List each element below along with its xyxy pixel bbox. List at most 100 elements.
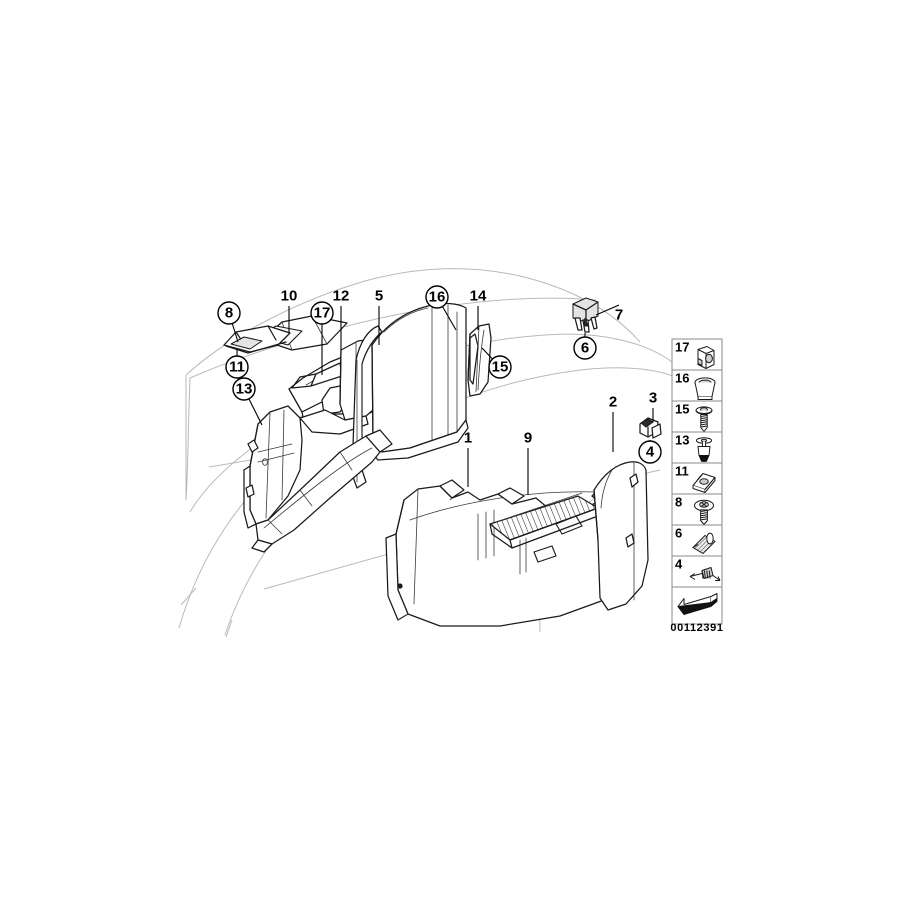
- callout-label-6: 6: [581, 339, 589, 356]
- part-5-trunk-side-panel: [369, 302, 469, 461]
- callout-circle-11: [225, 355, 249, 379]
- retaining-clip-icon: [705, 353, 713, 364]
- part-3-clip: [639, 417, 662, 439]
- legend-number-15: 15: [675, 401, 689, 416]
- spring-clip-icon: [708, 570, 711, 579]
- pan-head-screw-icon: [700, 419, 708, 422]
- direction-arrow-icon: [677, 597, 718, 615]
- pan-head-screw-icon: [700, 417, 708, 420]
- part-12-upper-side-trim: [288, 351, 361, 423]
- callout-leader-8: [231, 323, 239, 343]
- legend-cell-4: 4: [671, 555, 723, 588]
- callout-leader-15: [481, 347, 493, 360]
- grommet-plug-icon: [697, 396, 713, 400]
- callout-8: 8: [217, 301, 241, 343]
- legend-cell-arrow: [671, 586, 723, 625]
- callout-circle-4: [638, 440, 662, 464]
- callout-circle-6: [573, 336, 597, 360]
- spring-clip-icon: [689, 573, 703, 577]
- callout-5: 5: [375, 287, 383, 345]
- flange-head-screw-icon: [700, 518, 708, 521]
- callout-2: 2: [609, 393, 617, 452]
- expanding-rivet-icon: [697, 446, 711, 456]
- callout-label-5: 5: [375, 287, 383, 304]
- retaining-clip-icon: [697, 358, 703, 366]
- callout-label-3: 3: [649, 389, 657, 406]
- expanding-rivet-icon: [698, 455, 710, 462]
- callout-9: 9: [524, 429, 532, 495]
- legend-cell-17: 17: [671, 338, 723, 371]
- flange-head-screw-icon: [700, 512, 708, 515]
- callout-10: 10: [281, 287, 297, 333]
- pan-head-screw-icon: [700, 421, 708, 424]
- expanding-rivet-icon: [701, 441, 707, 447]
- callout-label-12: 12: [333, 287, 350, 304]
- callout-label-15: 15: [492, 358, 509, 375]
- legend-cell-15: 15: [671, 400, 723, 433]
- legend-number-16: 16: [675, 370, 689, 385]
- legend-number-6: 6: [675, 525, 682, 540]
- cage-nut-plate-icon: [704, 477, 716, 493]
- callout-circle-13: [232, 377, 256, 401]
- callout-label-11: 11: [229, 358, 245, 375]
- legend-number-11: 11: [675, 463, 689, 478]
- knurled-sleeve-icon: [706, 532, 714, 545]
- part-14-pillar-trim: [467, 323, 492, 397]
- callout-11: 11: [225, 350, 249, 379]
- callout-leader-13: [248, 398, 263, 426]
- legend-cell-11: 11: [671, 462, 723, 495]
- callout-4: 4: [638, 440, 662, 464]
- callout-label-17: 17: [314, 304, 331, 321]
- legend-cell-16: 16: [671, 369, 723, 402]
- knurled-sleeve-icon: [692, 544, 699, 548]
- callout-15: 15: [481, 347, 512, 379]
- spring-clip-icon: [712, 575, 721, 581]
- callout-3: 3: [649, 389, 657, 422]
- callout-7: 7: [595, 304, 623, 323]
- callout-16: 16: [425, 285, 457, 331]
- legend-cell-8: 8: [671, 493, 723, 526]
- legend-number-4: 4: [675, 556, 683, 571]
- callout-label-4: 4: [646, 443, 655, 460]
- cage-nut-plate-icon: [699, 478, 709, 485]
- callout-label-2: 2: [609, 393, 617, 410]
- callout-1: 1: [464, 429, 472, 487]
- expanding-rivet-icon: [700, 438, 708, 443]
- spring-clip-icon: [703, 570, 706, 579]
- spring-clip-icon: [689, 573, 696, 577]
- pan-head-screw-icon: [695, 410, 713, 414]
- callout-label-9: 9: [524, 429, 532, 446]
- callout-circle-16: [425, 285, 449, 309]
- legend-cell-box: [671, 400, 723, 433]
- legend-cell-6: 6: [671, 524, 723, 557]
- callout-label-14: 14: [470, 287, 487, 304]
- callout-circle-8: [217, 301, 241, 325]
- spring-clip-icon: [701, 570, 704, 579]
- legend-number-8: 8: [675, 494, 682, 509]
- part-13-lower-left-trim: [243, 405, 303, 529]
- callout-label-1: 1: [464, 429, 472, 446]
- legend-cell-box: [671, 493, 723, 526]
- pan-head-screw-icon: [700, 425, 708, 428]
- spring-clip-icon: [706, 570, 709, 579]
- part-2-right-side-trim: [593, 461, 649, 611]
- part-7-connector: [572, 297, 599, 333]
- legend-cell-box: [671, 431, 723, 464]
- flange-head-screw-icon: [700, 514, 708, 517]
- callout-14: 14: [470, 287, 487, 330]
- spring-clip-icon: [717, 576, 721, 581]
- flange-head-screw-icon: [700, 510, 708, 512]
- flange-head-screw-icon: [701, 502, 707, 507]
- pan-head-screw-icon: [700, 415, 708, 417]
- pan-head-screw-icon: [700, 423, 708, 426]
- diagram-id-code: 00112391: [670, 622, 723, 634]
- callout-label-13: 13: [236, 380, 253, 397]
- flange-head-screw-icon: [700, 516, 708, 519]
- part-8-bracket: [223, 325, 291, 354]
- callout-17: 17: [310, 301, 334, 375]
- legend-cell-13: 13: [671, 431, 723, 464]
- legend-cell-box: [671, 555, 723, 588]
